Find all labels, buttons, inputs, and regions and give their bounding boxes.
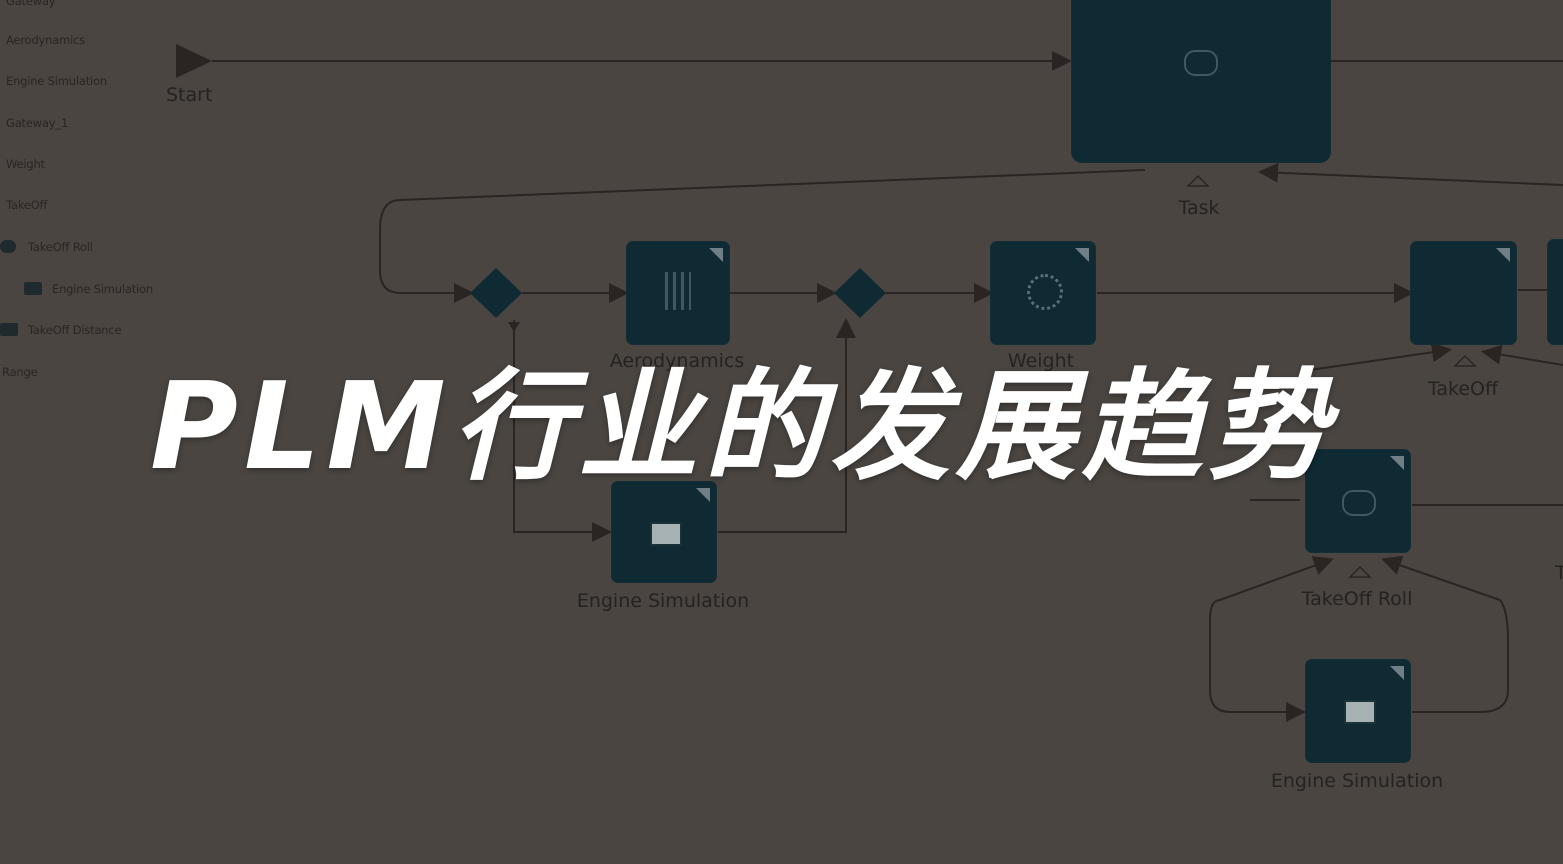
aerodynamics-label: Aerodynamics (609, 350, 745, 372)
gateway-diamond-1 (470, 268, 522, 318)
loop-icon (0, 240, 16, 253)
takeoff-roll-label: TakeOff Roll (1301, 588, 1413, 610)
engine-simulation-label: Engine Simulation (576, 590, 750, 612)
tree-item-engine-simulation-2[interactable]: Engine Simulation (52, 282, 153, 296)
task-label: Task (1178, 197, 1220, 219)
weight-node[interactable] (991, 242, 1095, 344)
node-corner-icon (1496, 248, 1510, 262)
takeoff-roll-node[interactable] (1306, 450, 1410, 552)
engine-simulation-node[interactable] (612, 482, 716, 582)
node-corner-icon (696, 488, 710, 502)
terminal-icon (24, 282, 42, 295)
gear-icon (1027, 274, 1063, 310)
engine-simulation-label-2: Engine Simulation (1270, 770, 1444, 792)
tree-item-engine-simulation[interactable]: Engine Simulation (6, 74, 107, 88)
task-node[interactable] (1072, 0, 1330, 162)
tree-item-gateway-1[interactable]: Gateway_1 (6, 116, 69, 130)
takeoff-label: TakeOff (1427, 378, 1499, 400)
tree-item-takeoff-distance[interactable]: TakeOff Distance (28, 323, 122, 337)
tree-item-range[interactable]: Range (2, 365, 38, 379)
start-label: Start (166, 84, 213, 106)
takeoff-node[interactable] (1411, 242, 1516, 344)
terminal-icon (650, 522, 682, 546)
start-event-icon (176, 44, 212, 78)
weight-label: Weight (1007, 350, 1075, 372)
tree-item-takeoff-roll[interactable]: TakeOff Roll (28, 240, 93, 254)
tree-item-weight[interactable]: Weight (6, 157, 45, 171)
offscreen-label: Ta (1555, 562, 1563, 584)
aerodynamics-node[interactable] (627, 242, 729, 344)
tree-item-aerodynamics[interactable]: Aerodynamics (6, 33, 86, 47)
terminal-icon (0, 323, 18, 336)
gateway-diamond-2 (834, 268, 886, 318)
loop-icon (1342, 490, 1376, 516)
tree-item-takeoff[interactable]: TakeOff (6, 198, 48, 212)
tree-item-gateway[interactable]: Gateway (6, 0, 56, 8)
offscreen-node (1548, 240, 1563, 344)
loop-icon (1184, 50, 1218, 76)
table-icon (665, 272, 691, 310)
engine-simulation-node-2[interactable] (1306, 660, 1410, 762)
node-corner-icon (1390, 666, 1404, 680)
terminal-icon (1344, 700, 1376, 724)
node-corner-icon (1390, 456, 1404, 470)
headline-title: PLM行业的发展趋势 (150, 358, 1334, 497)
node-corner-icon (1075, 248, 1089, 262)
node-corner-icon (709, 248, 723, 262)
